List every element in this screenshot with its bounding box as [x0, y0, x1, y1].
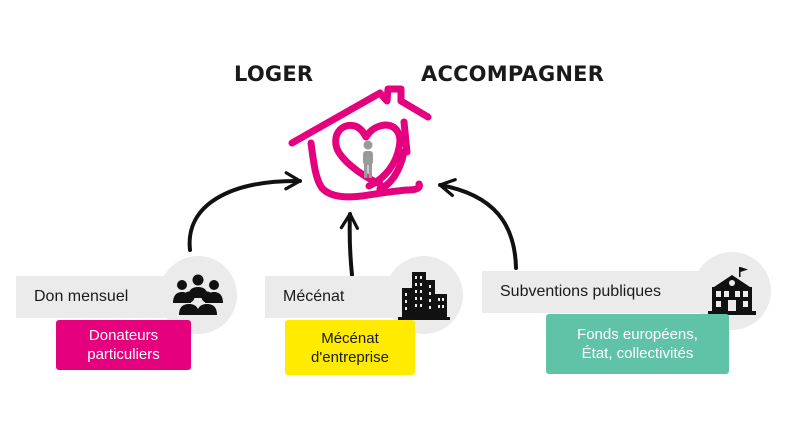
title-accompagner: ACCOMPAGNER: [421, 62, 605, 86]
tag-fonds-publics: Fonds européens, État, collectivités: [546, 314, 729, 374]
house-heart-logo-icon: [288, 85, 432, 201]
arrow-middle: [339, 212, 360, 277]
source-label: Don mensuel: [34, 288, 129, 305]
source-bar-subventions-publiques: Subventions publiques: [482, 271, 727, 313]
source-label: Subventions publiques: [500, 283, 662, 300]
arrow-right: [438, 178, 518, 270]
tag-mecenat-entreprise: Mécénat d'entreprise: [285, 320, 415, 375]
title-loger: LOGER: [234, 62, 314, 86]
arrow-left: [187, 171, 302, 252]
source-label: Mécénat: [283, 288, 345, 305]
tag-donateurs-particuliers: Donateurs particuliers: [56, 320, 191, 370]
person-icon: [363, 140, 373, 178]
